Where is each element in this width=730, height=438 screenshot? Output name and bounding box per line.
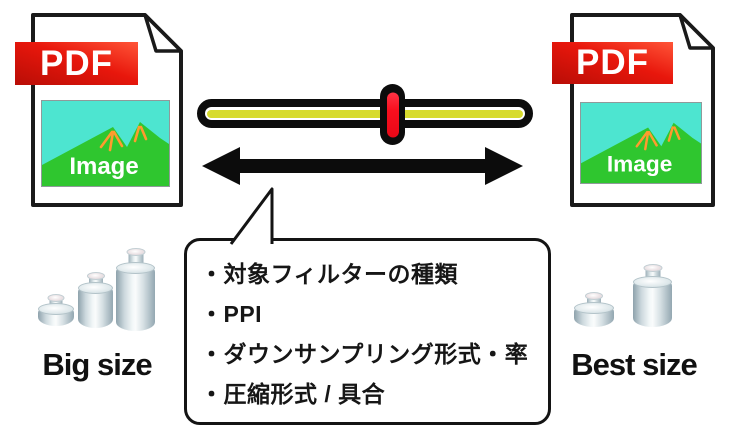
callout-item-filter-type: ・対象フィルターの種類 [200,261,459,287]
mountains-graphic [581,122,701,183]
pdf-badge-label: PDF [576,43,649,82]
callout-bubble: ・対象フィルターの種類 ・PPI ・ダウンサンプリング形式・率 ・圧縮形式 / … [184,238,551,425]
callout-tail [229,187,274,245]
callout-item-downsampling: ・ダウンサンプリング形式・率 [200,341,529,367]
pdf-badge-label: PDF [40,43,113,83]
weight-icon-large [116,248,155,331]
pdf-badge: PDF [552,42,673,84]
image-thumbnail: Image [580,102,702,184]
slider-track-stripe [207,109,523,118]
mountain-streaks [99,125,148,152]
folded-corner-icon [143,13,183,53]
callout-list: ・対象フィルターの種類 ・PPI ・ダウンサンプリング形式・率 ・圧縮形式 / … [187,241,548,414]
mountain-streaks [635,126,681,151]
slider-track[interactable] [197,99,533,128]
weight-icon-small [574,292,614,327]
callout-item-ppi: ・PPI [200,301,263,327]
folded-corner-icon [678,13,715,50]
image-thumbnail: Image [41,100,170,187]
pdf-badge: PDF [15,42,138,85]
big-size-caption: Big size [42,347,152,382]
slider-handle-grip [386,92,399,137]
slider-handle[interactable] [380,84,405,145]
left-pdf-document: PDF Image [0,0,190,210]
image-label: Image [607,152,673,177]
weight-icon-small [38,294,74,326]
mountains-graphic [42,122,169,186]
right-pdf-document: PDF Image [540,0,730,210]
callout-item-compression: ・圧縮形式 / 具合 [200,381,386,407]
weight-icon-medium [633,264,672,327]
best-size-caption: Best size [571,347,697,382]
image-label: Image [69,153,138,180]
weight-icon-medium [78,272,113,328]
double-headed-arrow-icon [202,147,523,185]
